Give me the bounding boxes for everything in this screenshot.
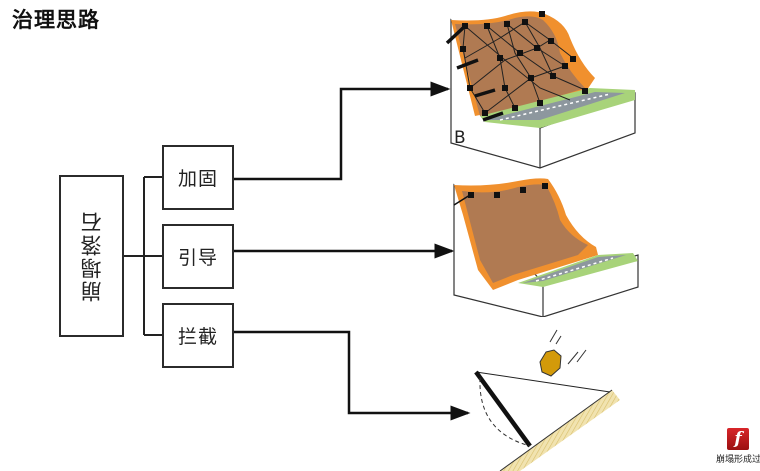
desktop-icon-label[interactable]: 崩塌形成过: [716, 455, 760, 465]
branch-node-intercept: 拦截: [162, 303, 234, 368]
rockfall-barrier-illustration: [474, 329, 620, 471]
flash-glyph: f: [734, 429, 742, 449]
falling-rock: [539, 349, 562, 377]
flash-icon[interactable]: f: [727, 428, 749, 450]
arrow-intercept: [234, 330, 471, 421]
slope-anchored-net-illustration: B: [445, 11, 636, 169]
branch-node-guide: 引导: [162, 224, 234, 289]
slope-draped-net-illustration: [453, 178, 639, 317]
panel-label-b: B: [454, 128, 466, 148]
root-node-label: 崩塌落石: [79, 210, 104, 302]
branch-node-label: 加固: [177, 168, 218, 190]
root-node-rockfall: 崩塌落石: [59, 175, 124, 337]
page-title: 治理思路: [12, 8, 100, 32]
branch-node-reinforce: 加固: [162, 145, 234, 210]
branch-node-label: 拦截: [177, 326, 218, 348]
branch-node-label: 引导: [177, 247, 218, 269]
arrow-reinforce: [234, 81, 451, 181]
